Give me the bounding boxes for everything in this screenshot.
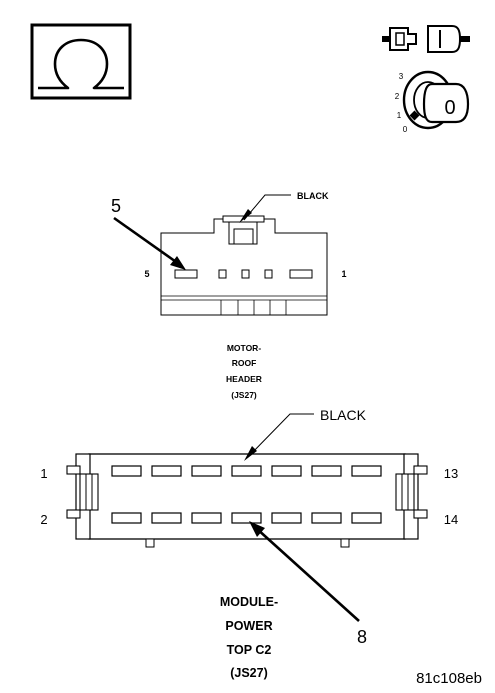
ignition-position-2: 2 [395, 92, 400, 101]
bottom-connector-pin-1: 1 [40, 466, 47, 481]
bottom-connector-color-label: BLACK [320, 407, 367, 423]
figure-id: 81c108eb [416, 670, 482, 687]
motor-roof-header-connector: BLACK 5 5 1 MOTOR- ROOF HEADER (JS27) [111, 191, 347, 400]
top-connector-name-line-2: ROOF [232, 358, 257, 368]
module-power-top-c2-connector: BLACK 8 1 2 13 14 MODULE- POWER TOP C2 (… [40, 407, 458, 680]
ignition-key-label: 0 [444, 97, 455, 119]
top-connector-name-line-1: MOTOR- [227, 343, 261, 353]
ignition-position-1: 1 [397, 111, 402, 120]
bottom-connector-name-line-3: TOP C2 [227, 643, 272, 657]
disconnect-connector-icon [382, 25, 470, 53]
top-connector-name-line-4: (JS27) [231, 390, 257, 400]
top-connector-name-line-3: HEADER [226, 374, 262, 384]
bottom-connector-pin-14: 14 [444, 512, 458, 527]
top-connector-right-pin: 1 [341, 269, 346, 279]
top-connector-pin-callout: 5 [111, 196, 121, 216]
ignition-position-0: 0 [403, 125, 408, 134]
top-connector-left-pin: 5 [144, 269, 149, 279]
ohmmeter-icon [30, 23, 132, 100]
top-connector-color-label: BLACK [297, 191, 329, 201]
bottom-connector-name-line-2: POWER [225, 619, 272, 633]
bottom-connector-name-line-1: MODULE- [220, 595, 278, 609]
ignition-position-3: 3 [399, 72, 404, 81]
bottom-connector-pin-13: 13 [444, 466, 458, 481]
bottom-connector-pin-callout: 8 [357, 627, 367, 647]
bottom-connector-pin-2: 2 [40, 512, 47, 527]
ignition-key-icon: 0 3 2 1 0 [395, 70, 470, 134]
bottom-connector-name-line-4: (JS27) [230, 666, 268, 680]
